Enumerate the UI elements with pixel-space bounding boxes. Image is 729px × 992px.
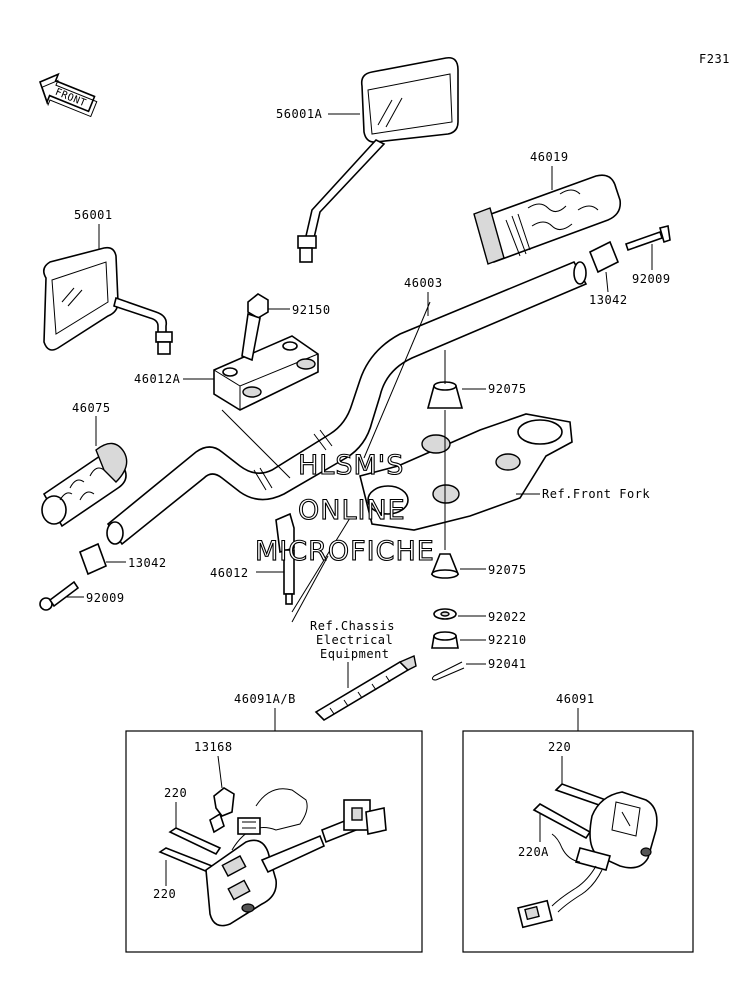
label-220-right: 220 — [548, 740, 571, 754]
label-ref-chassis-2: Electrical — [316, 633, 393, 647]
holder-46012 — [275, 512, 295, 605]
switch-housing-right — [517, 791, 658, 929]
label-ref-front-fork: Ref.Front Fork — [542, 487, 650, 501]
label-ref-chassis-1: Ref.Chassis — [310, 619, 395, 633]
label-92009-top: 92009 — [632, 272, 671, 286]
grip-46019 — [473, 174, 622, 265]
label-46003: 46003 — [404, 276, 443, 290]
label-92075-top: 92075 — [488, 382, 527, 396]
watermark-line-1: HLSM'S — [298, 450, 404, 481]
screw-92009-top — [624, 225, 671, 252]
screw-220-right — [554, 783, 608, 807]
label-46091: 46091 — [556, 692, 595, 706]
label-92210: 92210 — [488, 633, 527, 647]
label-13042-top: 13042 — [589, 293, 628, 307]
watermark-line-3: MICROFICHE — [255, 536, 435, 567]
grip-46075 — [41, 442, 128, 528]
figure-code: F231 — [699, 52, 729, 66]
holder-46012A — [213, 335, 319, 411]
switch-box-left — [125, 730, 423, 953]
bar-end-weight-13042-top — [588, 240, 620, 274]
mirror-56001A — [297, 56, 459, 263]
bolt-92150 — [241, 293, 269, 362]
label-46075: 46075 — [72, 401, 111, 415]
label-92022: 92022 — [488, 610, 527, 624]
label-92075-low: 92075 — [488, 563, 527, 577]
label-56001: 56001 — [74, 208, 113, 222]
screw-220A — [532, 803, 592, 840]
label-92041: 92041 — [488, 657, 527, 671]
label-13042-left: 13042 — [128, 556, 167, 570]
screw-220-b — [158, 847, 214, 873]
label-220A: 220A — [518, 845, 549, 859]
label-92009-left: 92009 — [86, 591, 125, 605]
switch-box-right — [462, 730, 694, 953]
label-46091AB: 46091A/B — [234, 692, 296, 706]
label-92150: 92150 — [292, 303, 331, 317]
bar-end-weight-13042-left — [78, 542, 108, 576]
screw-220-a — [168, 827, 222, 856]
label-220-a: 220 — [164, 786, 187, 800]
watermark-line-2: ONLINE — [298, 495, 406, 526]
mirror-56001 — [42, 246, 173, 355]
switch-housing-left — [205, 788, 387, 927]
cotter-pin-92041 — [431, 661, 465, 681]
handlebar-46003 — [106, 260, 588, 546]
front-arrow-icon: FRONT — [38, 72, 98, 118]
label-46019: 46019 — [530, 150, 569, 164]
label-ref-chassis-3: Equipment — [320, 647, 390, 661]
label-46012: 46012 — [210, 566, 249, 580]
cable-tie — [314, 655, 417, 722]
label-46012A: 46012A — [134, 372, 181, 386]
fork-upper-bracket — [359, 413, 573, 531]
screw-92009-left — [39, 580, 80, 611]
bracket-13168 — [213, 787, 235, 817]
label-13168: 13168 — [194, 740, 233, 754]
label-220-b: 220 — [153, 887, 176, 901]
label-56001A: 56001A — [276, 107, 323, 121]
